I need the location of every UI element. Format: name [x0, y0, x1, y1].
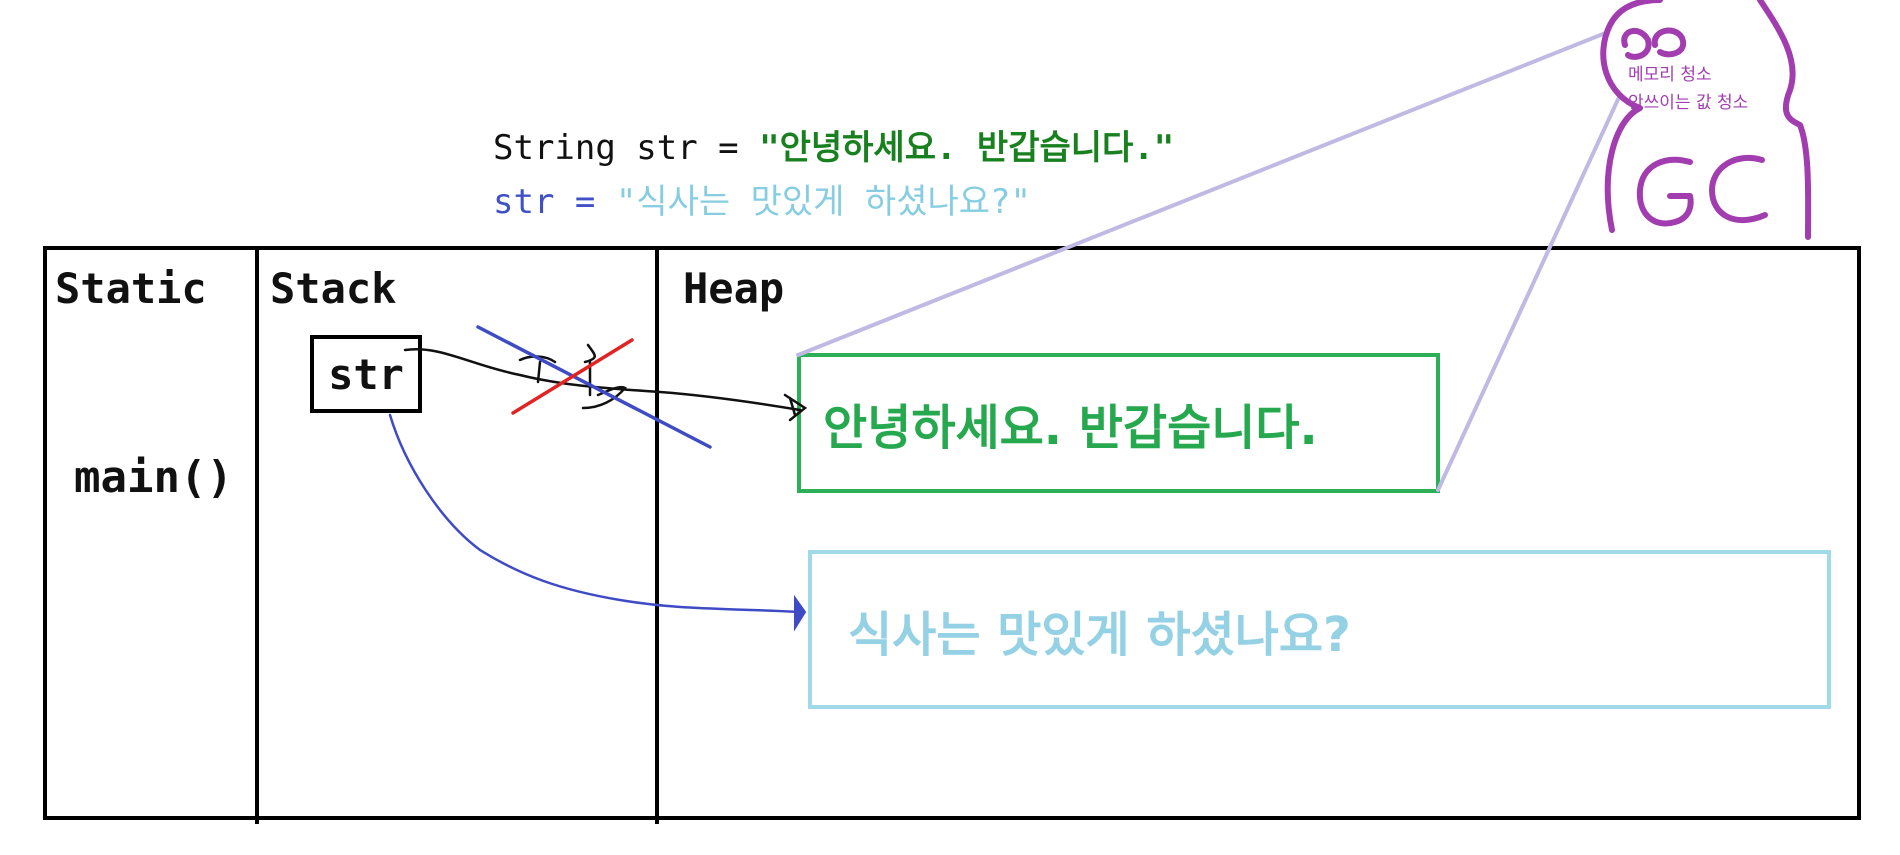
- code-line-1-prefix: String str =: [493, 128, 760, 168]
- str-variable-label: str: [328, 349, 404, 399]
- memory-frame: [43, 246, 1861, 820]
- static-stack-divider: [255, 246, 259, 824]
- main-method-label: main(): [74, 452, 233, 503]
- code-line-1: String str = "안녕하세요. 반갑습니다.": [493, 128, 1174, 168]
- heap-object-question: 식사는 맛있게 하셨나요?: [808, 550, 1831, 709]
- heap-object-greeting-text: 안녕하세요. 반갑습니다.: [823, 400, 1318, 456]
- heap-object-greeting: 안녕하세요. 반갑습니다.: [797, 353, 1440, 493]
- heap-region-title: Heap: [683, 264, 785, 313]
- code-line-2-prefix: str =: [493, 182, 616, 222]
- gc-note-unused-clean: 안쓰이는 값 청소: [1628, 93, 1749, 113]
- gc-letter-c: [1708, 155, 1768, 224]
- gc-figure-outline: [1600, 0, 1812, 240]
- code-line-2: str = "식사는 맛있게 하셨나요?": [493, 182, 1031, 222]
- code-line-2-literal: "식사는 맛있게 하셨나요?": [615, 182, 1031, 222]
- gc-note-memory-clean: 메모리 청소: [1628, 65, 1712, 85]
- static-region-title: Static: [55, 264, 207, 313]
- gc-letter-g: [1636, 156, 1694, 227]
- gc-figure-eyes: [1621, 27, 1687, 60]
- stack-region-title: Stack: [270, 264, 397, 313]
- code-line-1-literal: "안녕하세요. 반갑습니다.": [759, 128, 1175, 168]
- str-variable-box: str: [310, 335, 422, 413]
- heap-object-question-text: 식사는 맛있게 하셨나요?: [848, 606, 1351, 663]
- stack-heap-divider: [655, 246, 659, 824]
